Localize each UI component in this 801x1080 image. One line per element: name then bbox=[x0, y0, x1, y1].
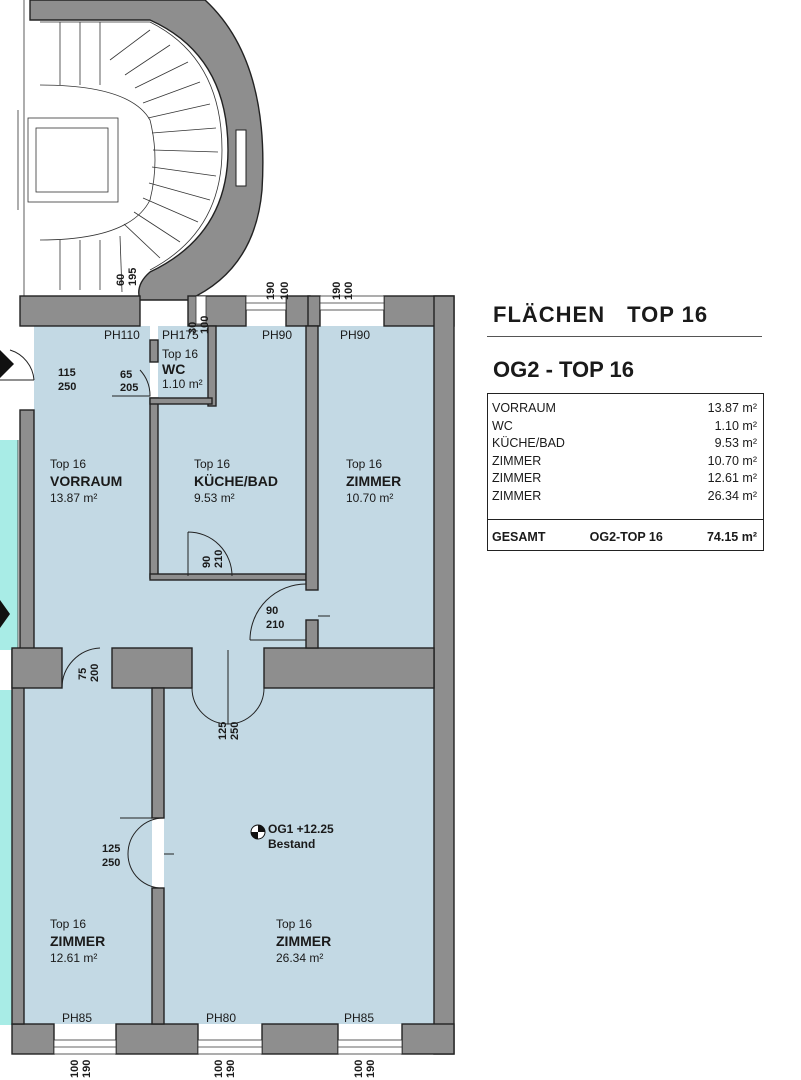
svg-text:90: 90 bbox=[201, 556, 213, 568]
svg-text:WC: WC bbox=[162, 361, 185, 377]
svg-text:30: 30 bbox=[187, 322, 199, 334]
ph-label: PH90 bbox=[262, 328, 292, 342]
svg-text:90: 90 bbox=[266, 605, 278, 617]
room-label-zimmer-2: Top 16 ZIMMER 12.61 m² bbox=[50, 917, 105, 965]
svg-text:75: 75 bbox=[77, 668, 89, 680]
svg-text:250: 250 bbox=[229, 722, 241, 740]
neighbour-arrow-icon bbox=[0, 600, 10, 628]
panel-title: FLÄCHEN TOP 16 bbox=[487, 296, 762, 337]
room-label-wc: Top 16 WC 1.10 m² bbox=[162, 347, 203, 391]
stair-window bbox=[235, 129, 247, 187]
total-label: GESAMT bbox=[492, 530, 546, 544]
svg-text:Top 16: Top 16 bbox=[50, 457, 86, 471]
room-kueche-bad bbox=[158, 326, 306, 576]
svg-text:190: 190 bbox=[365, 1060, 377, 1078]
svg-text:100: 100 bbox=[69, 1060, 81, 1078]
panel-title-right: TOP 16 bbox=[627, 302, 709, 327]
room-label-kueche-bad: Top 16 KÜCHE/BAD 9.53 m² bbox=[194, 457, 278, 505]
panel-subtitle: OG2 - TOP 16 bbox=[493, 357, 635, 382]
room-zimmer-2 bbox=[24, 688, 152, 1024]
ph-label: PH90 bbox=[340, 328, 370, 342]
svg-text:ZIMMER: ZIMMER bbox=[346, 473, 401, 489]
svg-text:195: 195 bbox=[127, 268, 139, 286]
svg-text:210: 210 bbox=[213, 550, 225, 568]
room-label-vorraum: Top 16 VORRAUM 13.87 m² bbox=[50, 457, 122, 505]
svg-text:100: 100 bbox=[353, 1060, 365, 1078]
room-zimmer-3 bbox=[164, 688, 434, 1024]
svg-text:Top 16: Top 16 bbox=[50, 917, 86, 931]
svg-text:100: 100 bbox=[343, 282, 355, 300]
neighbour-area-lower bbox=[0, 690, 12, 1025]
svg-text:65: 65 bbox=[120, 369, 132, 381]
svg-text:ZIMMER: ZIMMER bbox=[276, 933, 331, 949]
walls bbox=[11, 295, 455, 1055]
level-marker-note: Bestand bbox=[268, 837, 315, 851]
svg-text:115: 115 bbox=[58, 367, 76, 379]
svg-text:Top 16: Top 16 bbox=[194, 457, 230, 471]
entrance-arrow-icon bbox=[0, 350, 14, 378]
neighbour-area-upper bbox=[0, 440, 18, 650]
svg-text:210: 210 bbox=[266, 619, 284, 631]
svg-text:Top 16: Top 16 bbox=[346, 457, 382, 471]
svg-text:190: 190 bbox=[225, 1060, 237, 1078]
svg-text:26.34 m²: 26.34 m² bbox=[276, 951, 323, 965]
svg-text:1.10 m²: 1.10 m² bbox=[162, 377, 203, 391]
ph-label: PH85 bbox=[62, 1011, 92, 1025]
svg-text:12.61 m²: 12.61 m² bbox=[50, 951, 97, 965]
svg-text:9.53 m²: 9.53 m² bbox=[194, 491, 235, 505]
svg-text:ZIMMER: ZIMMER bbox=[50, 933, 105, 949]
ph-label: PH80 bbox=[206, 1011, 236, 1025]
svg-text:VORRAUM: VORRAUM bbox=[50, 473, 122, 489]
svg-text:10.70 m²: 10.70 m² bbox=[346, 491, 393, 505]
svg-text:125: 125 bbox=[217, 722, 229, 740]
ph-label: PH85 bbox=[344, 1011, 374, 1025]
panel-title-left: FLÄCHEN bbox=[493, 302, 606, 327]
total-area: 74.15 m² bbox=[706, 530, 757, 544]
svg-text:200: 200 bbox=[89, 664, 101, 682]
svg-text:190: 190 bbox=[331, 282, 343, 300]
area-total-row: GESAMT OG2-TOP 16 74.15 m² bbox=[488, 519, 763, 544]
svg-text:100: 100 bbox=[279, 282, 291, 300]
svg-text:Top 16: Top 16 bbox=[276, 917, 312, 931]
svg-text:60: 60 bbox=[115, 274, 127, 286]
windows bbox=[53, 295, 403, 1055]
ph-label: PH175 bbox=[162, 328, 199, 342]
staircase bbox=[17, 0, 264, 301]
total-unit: OG2-TOP 16 bbox=[589, 530, 663, 544]
room-zimmer-1 bbox=[318, 326, 434, 648]
svg-text:100: 100 bbox=[213, 1060, 225, 1078]
svg-text:190: 190 bbox=[265, 282, 277, 300]
room-label-zimmer-3: Top 16 ZIMMER 26.34 m² bbox=[276, 917, 331, 965]
room-label-zimmer-1: Top 16 ZIMMER 10.70 m² bbox=[346, 457, 401, 505]
svg-text:Top 16: Top 16 bbox=[162, 347, 198, 361]
ph-label: PH110 bbox=[104, 328, 140, 342]
svg-text:250: 250 bbox=[58, 381, 76, 393]
svg-text:KÜCHE/BAD: KÜCHE/BAD bbox=[194, 473, 278, 489]
svg-text:250: 250 bbox=[102, 857, 120, 869]
dimension-labels: 115 250 65 205 60 195 30 100 100 190 100… bbox=[58, 268, 377, 1078]
level-marker-level: OG1 +12.25 bbox=[268, 822, 334, 836]
svg-text:205: 205 bbox=[120, 382, 138, 394]
svg-text:190: 190 bbox=[81, 1060, 93, 1078]
svg-text:13.87 m²: 13.87 m² bbox=[50, 491, 97, 505]
svg-text:125: 125 bbox=[102, 843, 120, 855]
level-marker: OG1 +12.25 Bestand bbox=[250, 822, 334, 851]
svg-text:100: 100 bbox=[199, 316, 211, 334]
doors bbox=[0, 349, 330, 889]
